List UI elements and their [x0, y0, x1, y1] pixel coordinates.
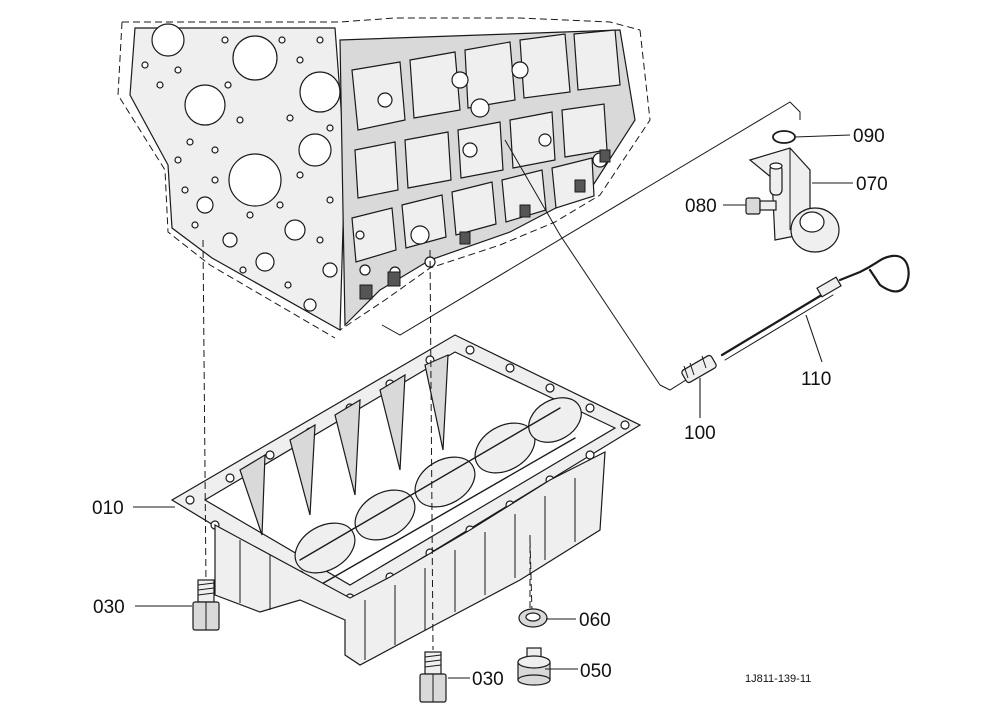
- o-ring-090: [772, 130, 796, 144]
- callout-leaders: [133, 134, 853, 679]
- bolt-080: [745, 197, 777, 215]
- engine-block: [117, 17, 661, 386]
- pipe-100: [681, 354, 717, 384]
- figure-reference-code: 1J811-139-11: [745, 673, 811, 685]
- callout-080: 080: [685, 196, 717, 217]
- callout-090: 090: [853, 126, 885, 147]
- bolt-030-left: [192, 579, 220, 631]
- bolt-030-bottom: [419, 651, 447, 703]
- dipstick-guide-070: [748, 147, 840, 253]
- callout-050: 050: [580, 661, 612, 682]
- drain-alignment-line: [529, 539, 533, 613]
- drain-plug-050: [517, 647, 551, 686]
- gasket-060: [518, 608, 548, 628]
- dipstick-110: [720, 254, 910, 361]
- callout-100: 100: [684, 423, 716, 444]
- callout-030-left: 030: [93, 597, 125, 618]
- oil-pan: [170, 334, 642, 666]
- callout-030-bottom: 030: [472, 669, 504, 690]
- bolt-alignment-line: [202, 239, 207, 586]
- callout-110: 110: [801, 369, 831, 390]
- callout-070: 070: [856, 174, 888, 195]
- bolt-alignment-line: [429, 249, 434, 651]
- callout-010: 010: [92, 498, 124, 519]
- callout-060: 060: [579, 610, 611, 631]
